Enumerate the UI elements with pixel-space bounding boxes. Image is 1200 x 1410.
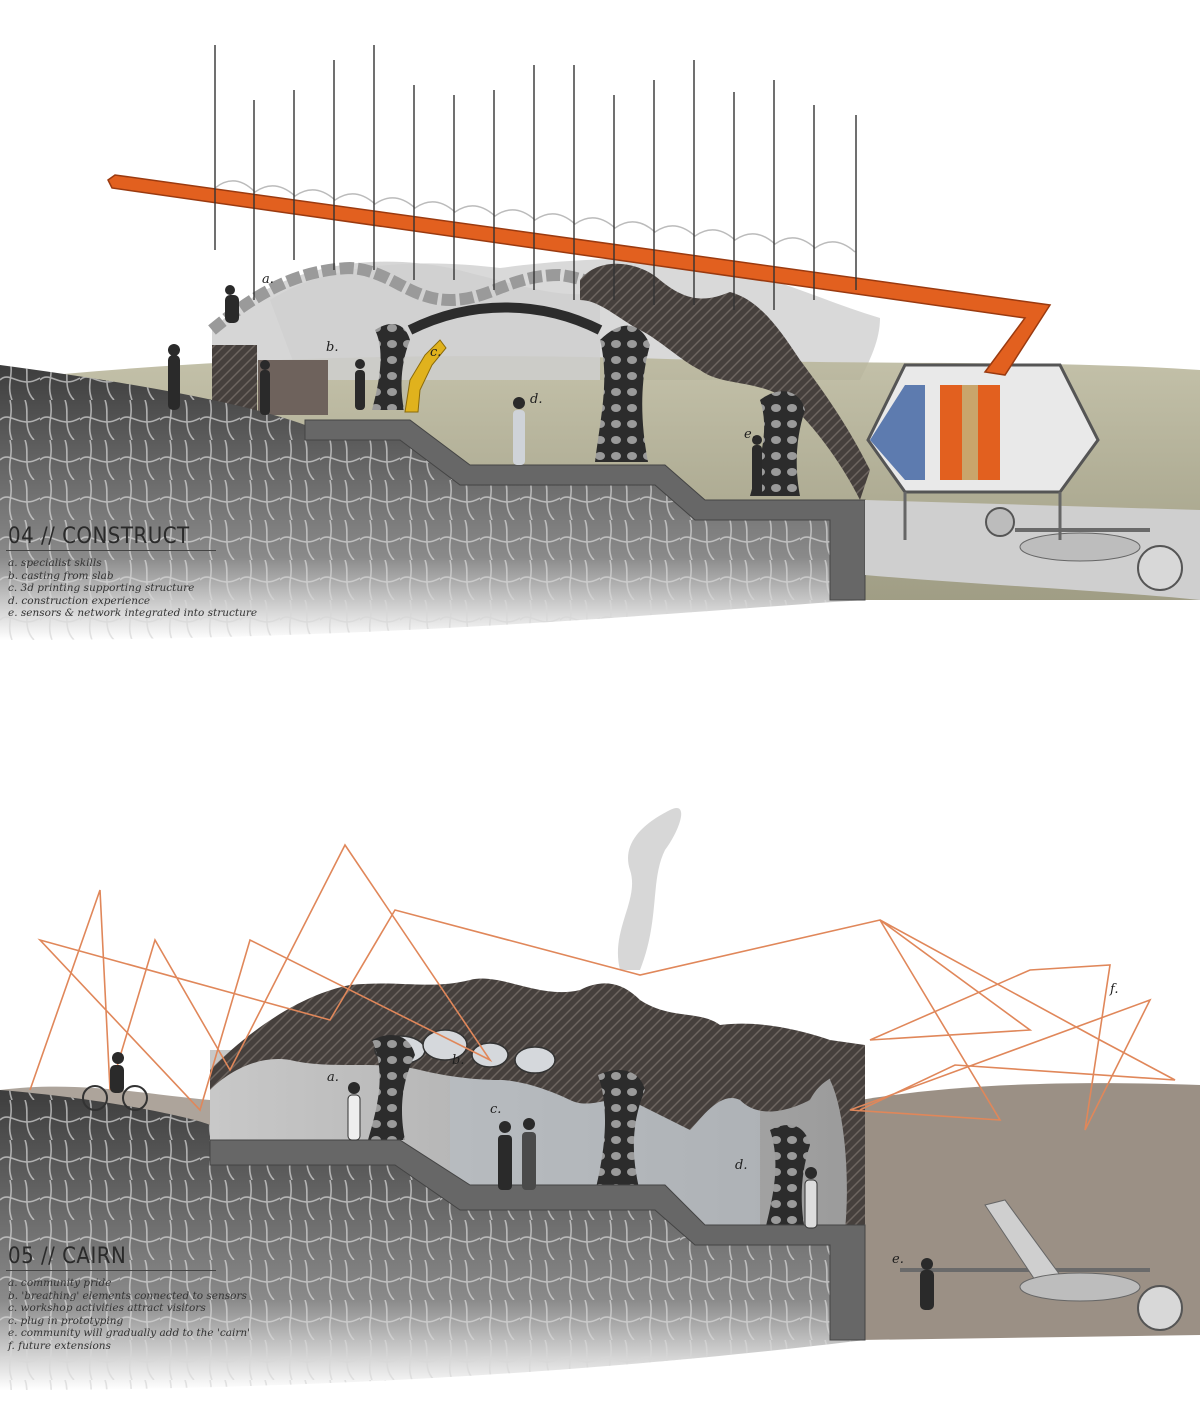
lattice-arch	[407, 302, 603, 335]
beam-arches	[214, 180, 856, 253]
sensor-masts	[214, 45, 857, 310]
lattice-column	[765, 1125, 810, 1230]
callout-e: e.	[892, 1252, 904, 1267]
lattice-column	[368, 1035, 415, 1140]
legend-notes: a. community pride b. 'breathing' elemen…	[8, 1277, 250, 1353]
callout-a: a.	[327, 1070, 339, 1085]
woven-roof	[580, 263, 870, 500]
legend-notes: a. specialist skills b. casting from sla…	[8, 557, 257, 620]
people	[82, 1052, 934, 1310]
tank	[1019, 532, 1141, 562]
legend-item: c. 3d printing supporting structure	[8, 582, 195, 595]
construct-section-drawing	[0, 45, 1200, 640]
module-orange-panel	[940, 385, 962, 480]
lattice-column	[372, 324, 410, 410]
callout-e: e.	[744, 427, 756, 442]
callout-c: c.	[490, 1102, 502, 1117]
legend-item: c. plug in prototyping	[8, 1314, 124, 1327]
lattice-column	[595, 1070, 645, 1192]
stepped-concrete-slab	[304, 419, 866, 601]
drain-pipe-section	[1137, 545, 1183, 591]
legend-item: b. casting from slab	[8, 569, 114, 582]
lattice-column	[750, 391, 805, 496]
smoke-plume	[617, 808, 682, 970]
callout-a: a.	[262, 272, 274, 287]
root-texture	[0, 365, 865, 640]
legend-item: d. construction experience	[8, 594, 151, 607]
module-colour-mosaic	[870, 385, 925, 480]
people	[168, 285, 762, 495]
callout-b: b.	[326, 340, 339, 355]
block-chain-ribbon	[208, 261, 643, 335]
callout-c: c.	[430, 345, 442, 360]
legend-item: e. sensors & network integrated into str…	[8, 607, 258, 620]
module-wood-panel	[962, 385, 978, 480]
callout-d: d.	[530, 392, 543, 407]
legend-item: e. community will gradually add to the '…	[8, 1327, 251, 1340]
section-title: 05 // CAIRN	[8, 1244, 127, 1269]
woven-roof-drape	[830, 1050, 865, 1230]
tank	[1019, 1272, 1141, 1302]
legend-item: b. 'breathing' elements connected to sen…	[8, 1289, 247, 1302]
legend-item: c. workshop activities attract visitors	[8, 1302, 206, 1315]
legend-item: a. community pride	[8, 1277, 112, 1289]
drain-pipe-section	[1137, 1285, 1183, 1331]
section-title: 04 // CONSTRUCT	[8, 524, 190, 549]
future-extension-lattice	[29, 843, 1176, 1131]
lattice-column	[595, 325, 650, 462]
legend-item: a. specialist skills	[8, 557, 102, 569]
legend-item: f. future extensions	[8, 1339, 111, 1352]
callout-d: d.	[735, 1158, 748, 1173]
orange-cantilever-beam	[107, 174, 1052, 376]
callout-f: f.	[1110, 982, 1119, 997]
module-orange-panel	[978, 385, 1000, 480]
callout-b: b.	[452, 1053, 465, 1068]
title-rule	[6, 550, 216, 551]
title-rule	[6, 1270, 216, 1271]
construct-section: a. b. c. d. e. 04 // CONSTRUCT a. specia…	[0, 0, 1200, 650]
cairn-section: a. b. c. d. e. f. 05 // CAIRN a. communi…	[0, 780, 1200, 1410]
wheel	[985, 507, 1015, 537]
robot-arm	[404, 339, 447, 413]
cairn-section-drawing	[0, 808, 1200, 1390]
